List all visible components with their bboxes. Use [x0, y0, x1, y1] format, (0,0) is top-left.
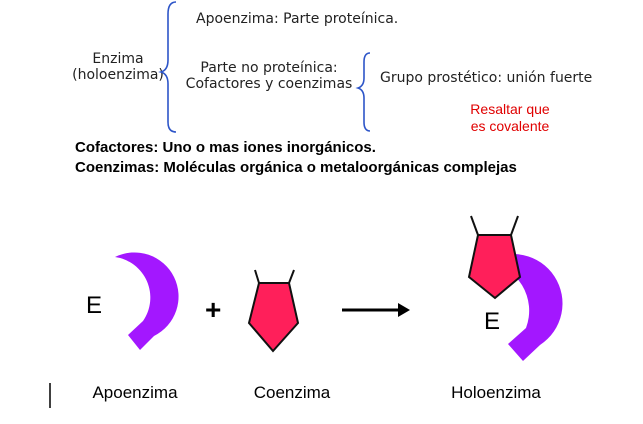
- nonprotein-line2: Cofactores y coenzimas: [185, 76, 353, 92]
- covalent-note-line1: Resaltar que: [470, 101, 550, 117]
- enzyme-term-line2: (holoenzima): [72, 67, 164, 83]
- coenzyme-shape: [247, 269, 300, 353]
- enzyme-term-line1: Enzima: [92, 51, 144, 67]
- holoenzyme-letter: E: [484, 308, 501, 335]
- plus-sign: +: [205, 294, 222, 325]
- prosthetic-group: Grupo prostético: unión fuerte: [380, 70, 593, 86]
- apoenzyme-definition: Apoenzima: Parte proteínica.: [196, 11, 399, 27]
- enzyme-brace: [158, 1, 177, 133]
- reaction-arrow: [342, 303, 410, 317]
- cofactor-brace: [355, 52, 371, 132]
- apoenzyme-letter: E: [86, 292, 103, 319]
- holoenzyme-label: Holoenzima: [451, 383, 541, 402]
- enzyme-term: Enzima (holoenzima): [66, 51, 170, 83]
- nonprotein-part: Parte no proteínica: Cofactores y coenzi…: [174, 60, 364, 92]
- nonprotein-line1: Parte no proteínica:: [200, 60, 338, 76]
- cofactores-definition: Cofactores: Uno o mas iones inorgánicos.: [75, 139, 376, 156]
- coenzimas-definition: Coenzimas: Moléculas orgánica o metaloor…: [75, 159, 517, 176]
- covalent-note-line2: es covalente: [470, 118, 550, 134]
- holoenzyme-shape: [467, 215, 563, 361]
- apoenzyme-shape: [115, 252, 179, 350]
- covalent-note: Resaltar que es covalente: [452, 101, 568, 135]
- coenzyme-label: Coenzima: [253, 383, 331, 402]
- apoenzyme-label: Apoenzima: [92, 383, 178, 402]
